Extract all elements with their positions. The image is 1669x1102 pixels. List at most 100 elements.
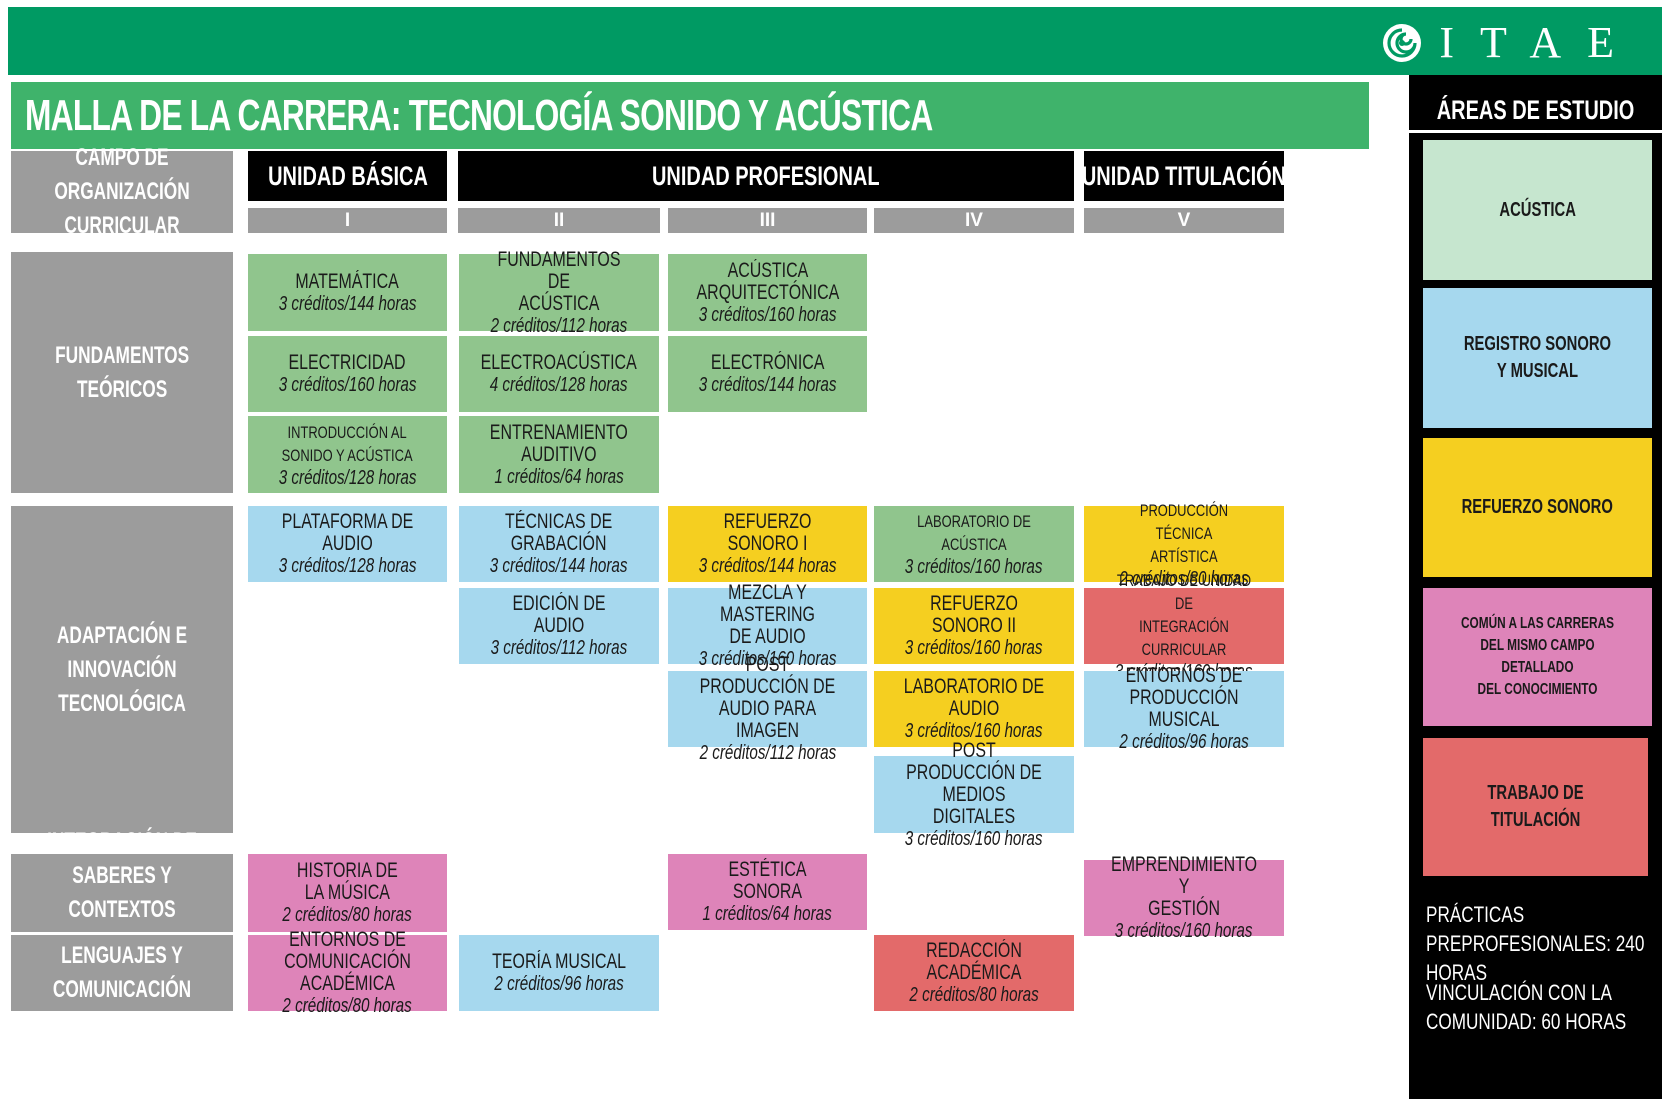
- course-name: REFUERZO SONORO II: [930, 592, 1018, 637]
- sidebar-title: ÁREAS DE ESTUDIO: [1409, 88, 1662, 132]
- course-credits: 2 créditos/96 horas: [494, 973, 624, 995]
- course-credits: 3 créditos/144 horas: [698, 374, 837, 396]
- course-credits: 3 créditos/160 horas: [905, 637, 1043, 659]
- course-card[interactable]: POST PRODUCCIÓN DE AUDIO PARA IMAGEN 2 c…: [668, 654, 867, 764]
- area-label: REGISTRO SONORO Y MUSICAL: [1463, 333, 1612, 382]
- area-comun: COMÚN A LAS CARRERAS DEL MISMO CAMPO DET…: [1423, 588, 1652, 726]
- course-card[interactable]: REFUERZO SONORO II 3 créditos/160 horas: [874, 588, 1074, 664]
- course-credits: 3 créditos/128 horas: [278, 555, 417, 577]
- course-name: ENTRENAMIENTO AUDITIVO: [489, 420, 629, 466]
- course-name: ELECTRICIDAD: [288, 351, 407, 374]
- course-name: MATEMÁTICA: [295, 269, 400, 293]
- course-name: ACÚSTICA ARQUITECTÓNICA: [696, 258, 839, 304]
- course-card[interactable]: HISTORIA DE LA MÚSICA 2 créditos/80 hora…: [248, 854, 447, 932]
- top-brand-bar: ITAE: [8, 7, 1662, 75]
- course-card[interactable]: ELECTROACÚSTICA 4 créditos/128 horas: [459, 336, 659, 412]
- course-card[interactable]: ENTRENAMIENTO AUDITIVO 1 créditos/64 hor…: [459, 416, 659, 493]
- course-credits: 1 créditos/64 horas: [702, 903, 833, 925]
- vinculacion-note: VINCULACIÓN CON LA COMUNIDAD: 60 HORAS: [1426, 980, 1627, 1034]
- field-label: FUNDAMENTOS TEÓRICOS: [54, 341, 190, 403]
- course-card[interactable]: ESTÉTICA SONORA 1 créditos/64 horas: [668, 854, 867, 930]
- course-name: HISTORIA DE LA MÚSICA: [297, 859, 398, 904]
- course-credits: 2 créditos/112 horas: [699, 742, 836, 764]
- course-card[interactable]: REDACCIÓN ACADÉMICA 2 créditos/80 horas: [874, 935, 1074, 1011]
- page-title: MALLA DE LA CARRERA: TECNOLOGÍA SONIDO Y…: [25, 90, 933, 140]
- course-card[interactable]: PLATAFORMA DE AUDIO 3 créditos/128 horas: [248, 506, 447, 582]
- course-card[interactable]: MATEMÁTICA 3 créditos/144 horas: [248, 254, 447, 331]
- sidebar-title-label: ÁREAS DE ESTUDIO: [1436, 94, 1635, 125]
- course-credits: 2 créditos/80 horas: [282, 904, 413, 926]
- course-card[interactable]: INTRODUCCIÓN AL SONIDO Y ACÚSTICA 3 créd…: [248, 416, 447, 493]
- level-header-5: V: [1084, 208, 1284, 233]
- course-card[interactable]: TRABAJO DE UNIDAD DE INTEGRACIÓN CURRICU…: [1084, 571, 1284, 683]
- course-card[interactable]: ENTORNOS DE COMUNICACIÓN ACADÉMICA 2 cré…: [248, 929, 447, 1017]
- level-header-1: I: [248, 208, 447, 233]
- course-credits: 3 créditos/144 horas: [698, 555, 837, 577]
- course-card[interactable]: REFUERZO SONORO I 3 créditos/144 horas: [668, 506, 867, 582]
- course-card[interactable]: TÉCNICAS DE GRABACIÓN 3 créditos/144 hor…: [459, 506, 659, 582]
- course-card[interactable]: MEZCLA Y MASTERING DE AUDIO 3 créditos/1…: [668, 582, 867, 670]
- field-label: LENGUAJES Y COMUNICACIÓN: [52, 942, 192, 1003]
- course-credits: 3 créditos/160 horas: [905, 556, 1043, 578]
- swirl-logo-icon: [1383, 24, 1422, 62]
- course-credits: 4 créditos/128 horas: [490, 374, 628, 396]
- course-card[interactable]: LABORATORIO DE ACÚSTICA 3 créditos/160 h…: [874, 506, 1074, 582]
- course-credits: 3 créditos/160 horas: [278, 374, 417, 396]
- course-credits: 1 créditos/64 horas: [494, 465, 624, 488]
- course-card[interactable]: POST PRODUCCIÓN DE MEDIOS DIGITALES 3 cr…: [874, 739, 1074, 850]
- unit-label: UNIDAD PROFESIONAL: [652, 160, 880, 191]
- course-credits: 2 créditos/96 horas: [1119, 731, 1249, 753]
- course-name: LABORATORIO DE ACÚSTICA: [917, 512, 1031, 554]
- course-name: TÉCNICAS DE GRABACIÓN: [505, 510, 613, 555]
- area-label: ACÚSTICA: [1499, 198, 1576, 221]
- course-name: REDACCIÓN ACADÉMICA: [926, 939, 1022, 984]
- course-credits: 3 créditos/160 horas: [1115, 920, 1253, 942]
- course-name: MEZCLA Y MASTERING DE AUDIO: [720, 581, 815, 648]
- course-card[interactable]: TEORÍA MUSICAL 2 créditos/96 horas: [459, 935, 659, 1011]
- brand-name: ITAE: [1439, 18, 1640, 67]
- course-card[interactable]: EDICIÓN DE AUDIO 3 créditos/112 horas: [459, 588, 659, 664]
- area-label: REFUERZO SONORO: [1461, 496, 1614, 518]
- course-name: PRODUCCIÓN TÉCNICA ARTÍSTICA: [1139, 500, 1229, 566]
- course-name: ELECTRÓNICA: [710, 351, 825, 374]
- course-card[interactable]: PRODUCCIÓN TÉCNICA ARTÍSTICA 2 créditos/…: [1084, 501, 1284, 590]
- course-name: ENTORNOS DE PRODUCCIÓN MUSICAL: [1125, 664, 1243, 731]
- course-credits: 2 créditos/112 horas: [490, 314, 628, 337]
- area-registro-sonoro: REGISTRO SONORO Y MUSICAL: [1423, 288, 1652, 428]
- field-integracion: INTEGRACIÓN DE SABERES Y CONTEXTOS CULTU…: [11, 828, 233, 957]
- course-credits: 3 créditos/112 horas: [490, 637, 628, 659]
- level-header-3: III: [668, 208, 867, 233]
- course-card[interactable]: FUNDAMENTOS DE ACÚSTICA 2 créditos/112 h…: [459, 248, 659, 337]
- course-name: EMPRENDIMIENTO Y GESTIÓN: [1110, 853, 1258, 920]
- brand-logo: ITAE: [1381, 21, 1640, 65]
- course-credits: 3 créditos/160 horas: [698, 648, 837, 670]
- course-card[interactable]: ACÚSTICA ARQUITECTÓNICA 3 créditos/160 h…: [668, 254, 867, 331]
- course-credits: 3 créditos/144 horas: [278, 292, 417, 315]
- course-name: LABORATORIO DE AUDIO: [903, 675, 1045, 720]
- field-lenguajes: LENGUAJES Y COMUNICACIÓN: [11, 935, 233, 1011]
- course-name: FUNDAMENTOS DE ACÚSTICA: [497, 247, 621, 315]
- unit-label: UNIDAD TITULACIÓN: [1081, 160, 1287, 191]
- course-credits: 3 créditos/144 horas: [490, 555, 628, 577]
- course-card[interactable]: LABORATORIO DE AUDIO 3 créditos/160 hora…: [874, 671, 1074, 747]
- course-card[interactable]: ELECTRICIDAD 3 créditos/160 horas: [248, 336, 447, 412]
- course-card[interactable]: ELECTRÓNICA 3 créditos/144 horas: [668, 336, 867, 412]
- course-name: ELECTROACÚSTICA: [480, 351, 638, 374]
- area-trabajo-titulacion: TRABAJO DE TITULACIÓN: [1423, 738, 1648, 876]
- course-credits: 3 créditos/128 horas: [278, 466, 417, 489]
- course-name: POST PRODUCCIÓN DE AUDIO PARA IMAGEN: [699, 653, 836, 742]
- course-name: REFUERZO SONORO I: [723, 510, 812, 555]
- course-name: TEORÍA MUSICAL: [492, 950, 626, 973]
- course-name: INTRODUCCIÓN AL SONIDO Y ACÚSTICA: [282, 422, 413, 465]
- area-acustica: ACÚSTICA: [1423, 140, 1652, 280]
- campo-header: CAMPO DE ORGANIZACIÓN CURRICULAR: [11, 144, 233, 239]
- course-name: PLATAFORMA DE AUDIO: [281, 510, 414, 555]
- unit-basica-header: UNIDAD BÁSICA: [248, 151, 447, 201]
- level-header-4: IV: [874, 208, 1074, 233]
- field-label: ADAPTACIÓN E INNOVACIÓN TECNOLÓGICA: [56, 621, 188, 717]
- course-card[interactable]: EMPRENDIMIENTO Y GESTIÓN 3 créditos/160 …: [1084, 854, 1284, 942]
- area-label: TRABAJO DE TITULACIÓN: [1487, 782, 1584, 831]
- course-card[interactable]: ENTORNOS DE PRODUCCIÓN MUSICAL 2 crédito…: [1084, 665, 1284, 753]
- course-credits: 3 créditos/160 horas: [905, 720, 1043, 742]
- course-name: ENTORNOS DE COMUNICACIÓN ACADÉMICA: [284, 928, 411, 995]
